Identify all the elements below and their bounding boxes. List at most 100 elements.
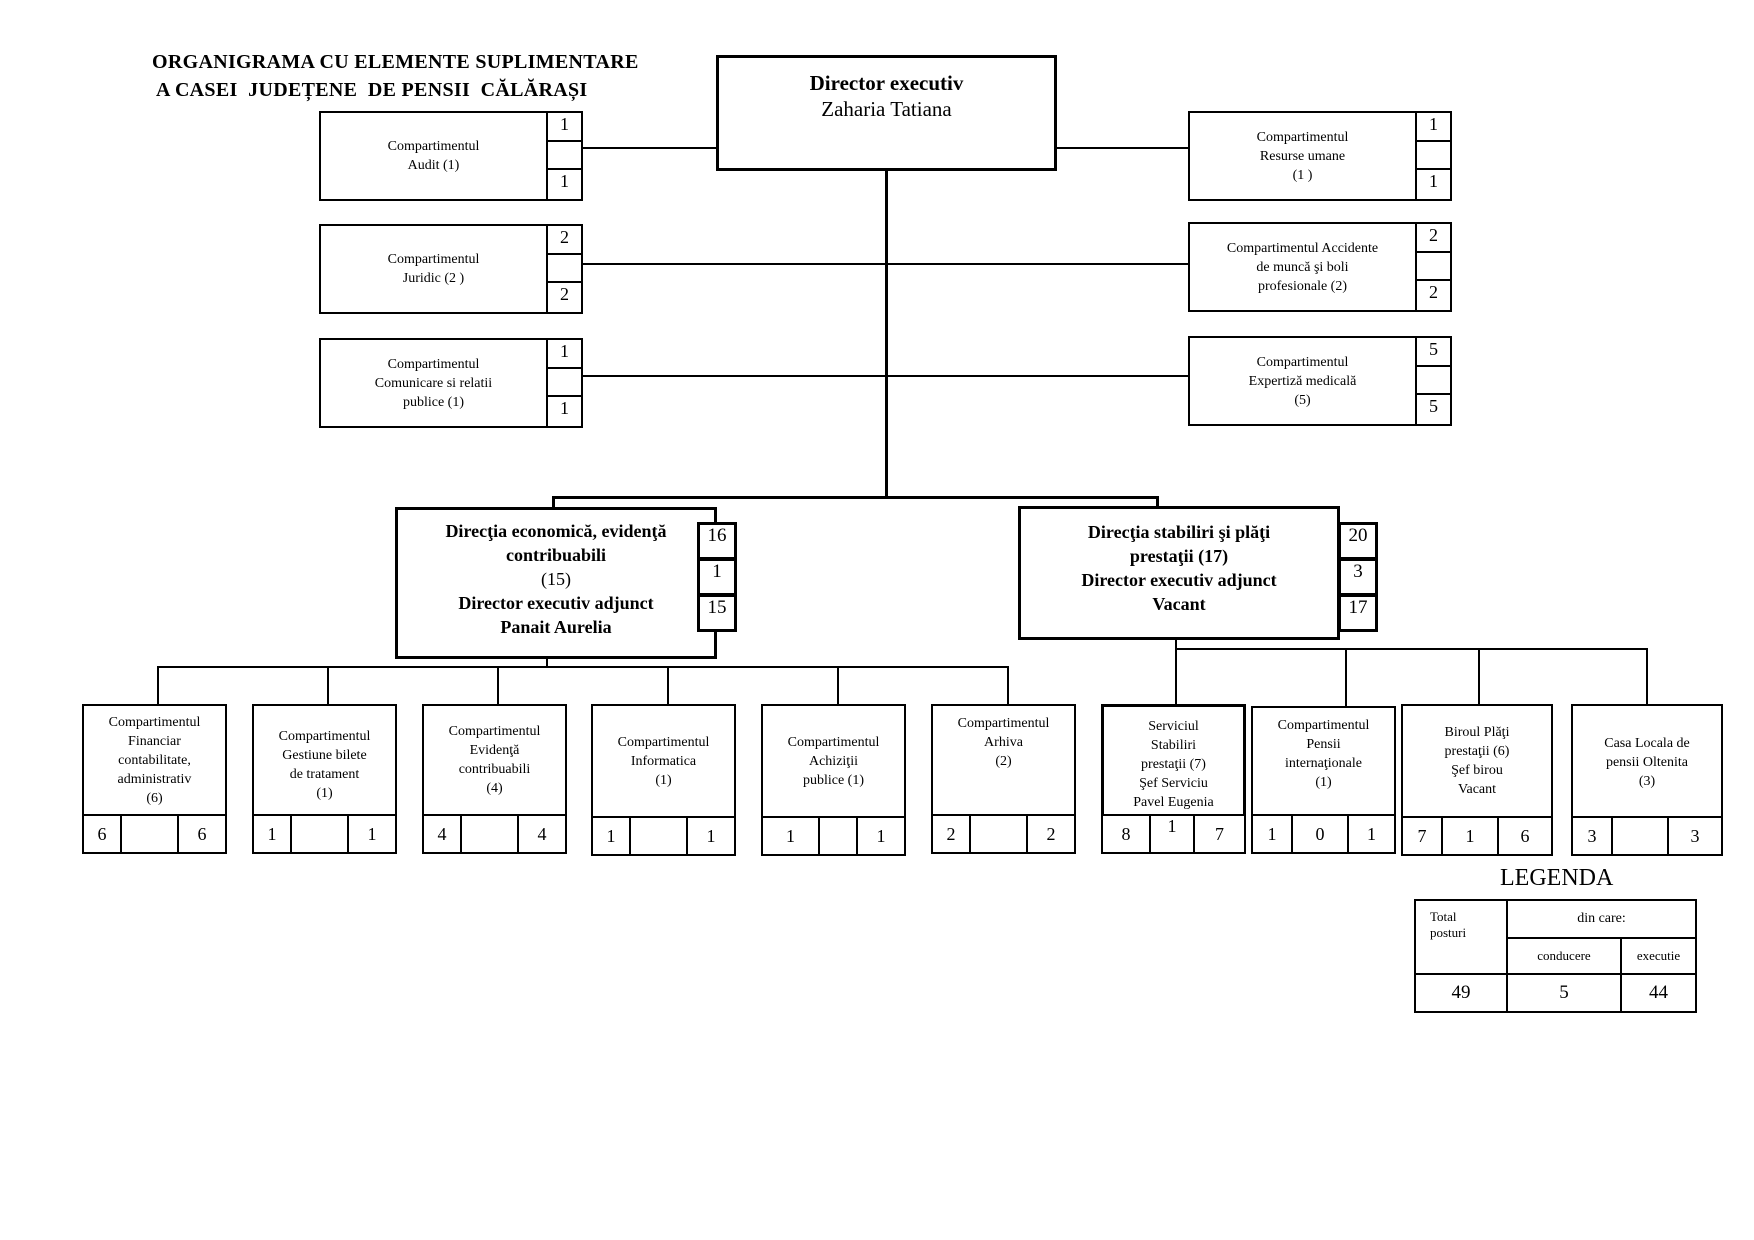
connector-line	[582, 375, 1188, 377]
count-management	[631, 818, 688, 854]
subunit-informatica-box: Compartimentul Informatica (1)	[591, 704, 736, 818]
count-execution: 1	[367, 823, 377, 844]
legend-heading: LEGENDA	[1500, 865, 1614, 891]
count-execution: 5	[1415, 393, 1452, 426]
unit-label: Compartimentul Expertiză medicală (5)	[1248, 354, 1357, 408]
subunit-label: Compartimentul Evidenţă contribuabili (4…	[448, 724, 541, 796]
count-management	[820, 818, 858, 854]
count-total: 2	[546, 224, 583, 255]
subunit-casa-locala-box: Casa Locala de pensii Oltenita (3)	[1571, 704, 1723, 818]
count-execution: 1	[706, 825, 716, 846]
director-box: Director executiv Zaharia Tatiana	[716, 55, 1057, 171]
connector-line	[552, 496, 1159, 499]
direction-title-2: prestaţii (17)	[1129, 546, 1229, 566]
count-total: 2	[933, 816, 971, 852]
connector-line	[327, 666, 329, 705]
subunit-label: Compartimentul Informatica (1)	[617, 734, 710, 788]
subunit-counts-row: 1 1	[591, 816, 736, 856]
unit-label: Compartimentul Comunicare si relatii pub…	[374, 356, 493, 410]
count-execution: 1	[1367, 823, 1376, 844]
count-management	[971, 816, 1028, 852]
direction-economica-box: Direcţia economică, evidenţă contribuabi…	[395, 507, 717, 659]
count-execution: 2	[1415, 279, 1452, 312]
count-management	[546, 140, 583, 170]
count-management	[292, 816, 349, 852]
count-management	[546, 367, 583, 397]
legend-din-care: din care:	[1506, 899, 1697, 939]
subunit-financiar-box: Compartimentul Financiar contabilitate, …	[82, 704, 227, 816]
subunit-label: Compartimentul Financiar contabilitate, …	[108, 714, 201, 806]
count-total: 1	[546, 338, 583, 369]
direction-head-role: Director executiv adjunct	[1081, 570, 1277, 590]
connector-line	[1056, 147, 1188, 149]
direction-title: Direcţia economică, evidenţă	[445, 521, 667, 541]
subunit-label: Compartimentul Achiziţii publice (1)	[787, 734, 880, 788]
subunit-counts-row: 3 3	[1571, 816, 1723, 856]
count-total: 16	[697, 522, 737, 560]
subunit-gestiune-bilete-box: Compartimentul Gestiune bilete de tratam…	[252, 704, 397, 816]
count-management: 1	[1443, 818, 1499, 854]
count-total: 8	[1103, 816, 1151, 852]
count-total: 1	[593, 818, 631, 854]
count-execution: 7	[1215, 823, 1224, 844]
legend-conducere-value: 5	[1506, 973, 1622, 1013]
unit-expertiza-box: Compartimentul Expertiză medicală (5)	[1188, 336, 1417, 426]
subunit-label: Compartimentul Arhiva (2)	[957, 716, 1050, 769]
director-name: Zaharia Tatiana	[821, 97, 952, 121]
connector-line	[837, 666, 839, 705]
connector-line	[667, 666, 669, 705]
count-management: 1	[697, 558, 737, 596]
count-execution: 17	[1338, 594, 1378, 632]
count-management	[1415, 365, 1452, 395]
count-management	[462, 816, 519, 852]
count-execution: 3	[1690, 825, 1700, 846]
count-total: 20	[1338, 522, 1378, 560]
connector-line	[157, 666, 1009, 668]
count-total: 6	[84, 816, 122, 852]
connector-line	[497, 666, 499, 705]
count-total: 1	[1415, 111, 1452, 142]
legend-table: Total posturi din care: conducere execut…	[1414, 899, 1697, 1013]
count-execution: 6	[197, 823, 207, 844]
subunit-label: Serviciul Stabiliri prestaţii (7) Şef Se…	[1133, 719, 1214, 810]
subunit-serviciul-stabiliri-box: Serviciul Stabiliri prestaţii (7) Şef Se…	[1101, 704, 1246, 818]
count-total: 1	[763, 818, 820, 854]
legend-total-value: 49	[1414, 973, 1508, 1013]
count-management: 3	[1338, 558, 1378, 596]
subunit-label: Biroul Plăţi prestaţii (6) Şef birou Vac…	[1444, 725, 1510, 797]
unit-resurse-umane-box: Compartimentul Resurse umane (1 )	[1188, 111, 1417, 201]
unit-accidente-box: Compartimentul Accidente de muncă şi bol…	[1188, 222, 1417, 312]
count-total: 2	[1415, 222, 1452, 253]
subunit-counts-row: 4 4	[422, 814, 567, 854]
connector-line	[582, 263, 1188, 265]
unit-label: Compartimentul Juridic (2 )	[387, 252, 480, 286]
count-total: 4	[424, 816, 462, 852]
unit-label: Compartimentul Resurse umane (1 )	[1256, 129, 1349, 183]
count-total: 5	[1415, 336, 1452, 367]
direction-head-name: Panait Aurelia	[500, 617, 612, 637]
count-management	[546, 253, 583, 283]
connector-line	[546, 658, 548, 668]
count-total: 7	[1403, 818, 1443, 854]
subunit-arhiva-box: Compartimentul Arhiva (2)	[931, 704, 1076, 816]
count-total: 1	[1253, 816, 1293, 852]
chart-title-line1: ORGANIGRAMA CU ELEMENTE SUPLIMENTARE	[152, 51, 639, 73]
count-management: 1	[1151, 816, 1195, 852]
count-total: 1	[546, 111, 583, 142]
director-role: Director executiv	[809, 71, 964, 95]
connector-line	[157, 666, 159, 705]
count-execution: 4	[537, 823, 547, 844]
count-execution: 15	[697, 594, 737, 632]
subunit-label: Compartimentul Pensii internaţionale (1)	[1277, 718, 1370, 790]
unit-comunicare-box: Compartimentul Comunicare si relatii pub…	[319, 338, 548, 428]
subunit-evidenta-box: Compartimentul Evidenţă contribuabili (4…	[422, 704, 567, 816]
count-management: 0	[1293, 816, 1349, 852]
subunit-label: Compartimentul Gestiune bilete de tratam…	[278, 729, 371, 801]
legend-total-label: Total posturi	[1414, 899, 1508, 975]
count-execution: 2	[546, 281, 583, 314]
count-execution: 1	[1415, 168, 1452, 201]
count-execution: 2	[1046, 823, 1056, 844]
count-execution: 6	[1520, 825, 1530, 846]
connector-line	[1646, 648, 1648, 706]
direction-title: Direcţia stabiliri şi plăţi	[1087, 522, 1271, 542]
